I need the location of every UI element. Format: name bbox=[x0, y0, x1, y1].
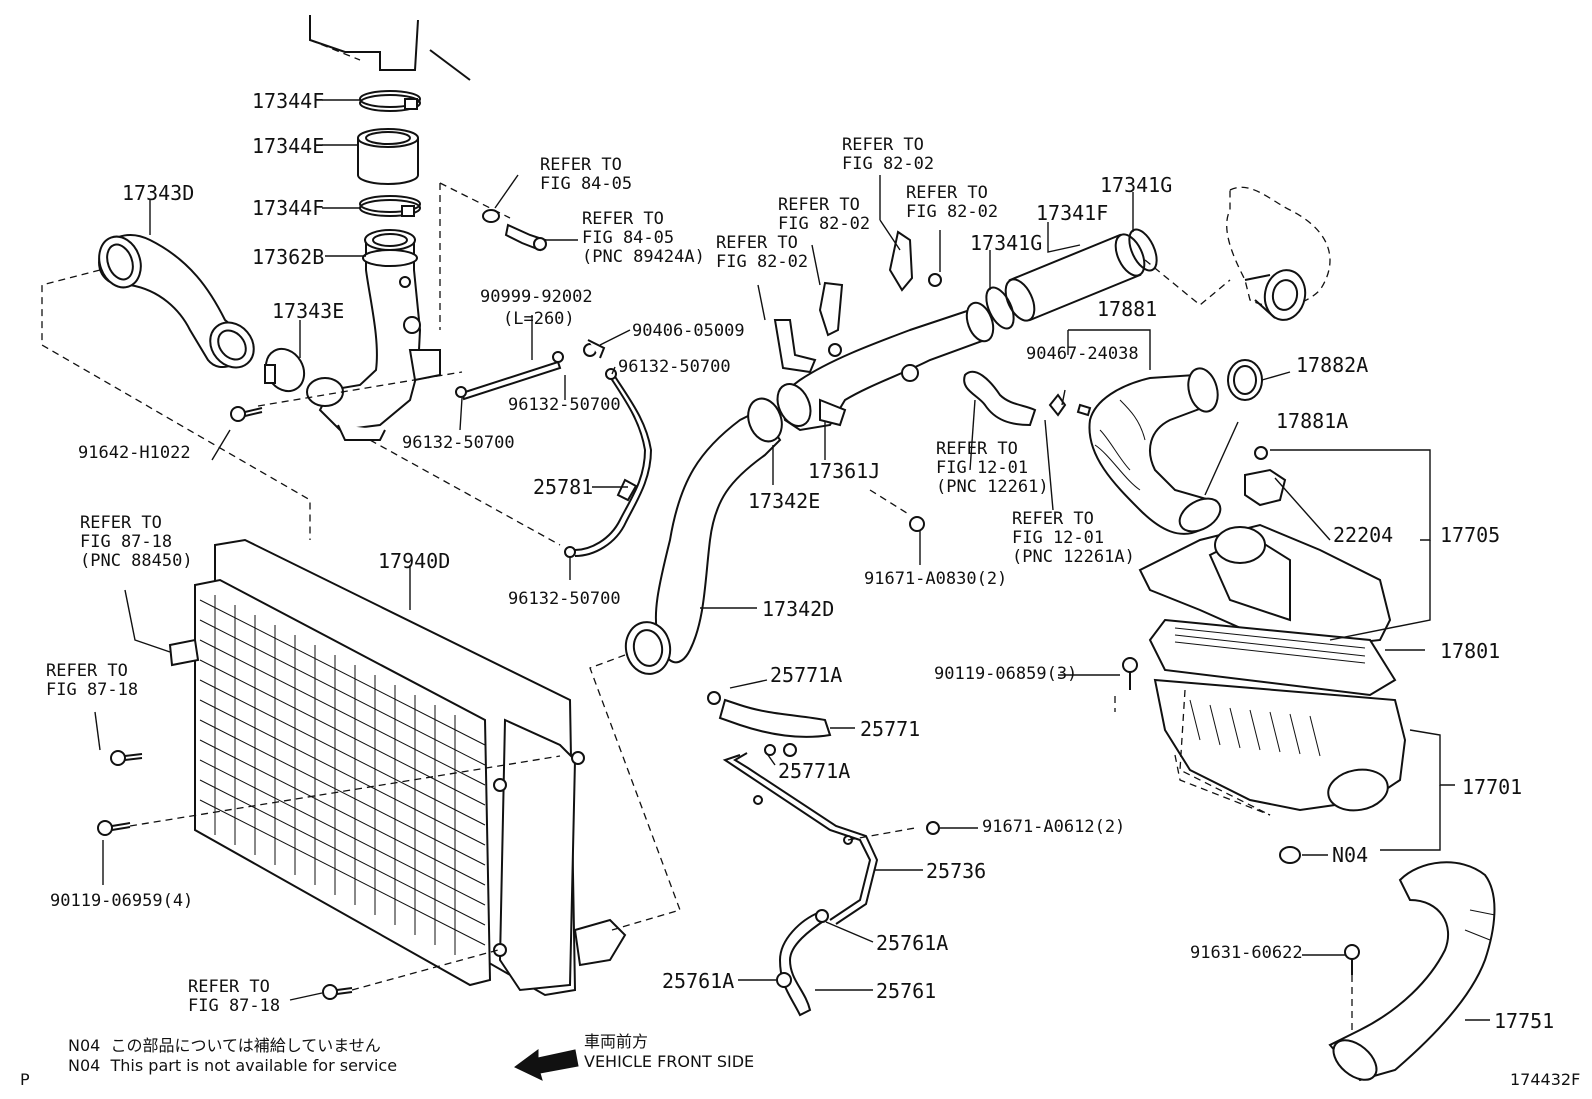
label-22204: 22204 bbox=[1333, 523, 1394, 547]
brackets-82-02 bbox=[773, 230, 942, 374]
sleeve-17344E bbox=[357, 128, 419, 185]
label-17881: 17881 bbox=[1097, 297, 1158, 321]
note-n04-japanese: N04 この部品については補給していません bbox=[68, 1036, 381, 1055]
clamp-17342E bbox=[747, 397, 783, 443]
label-25761A-left: 25761A bbox=[662, 969, 735, 993]
refer-fig-82-02-a: REFER TO FIG 82-02 bbox=[842, 135, 935, 174]
air-cleaner-17705-17801-17701 bbox=[1138, 523, 1407, 816]
pipe-17361J bbox=[776, 301, 995, 432]
refer-fig-82-02-c: REFER TO FIG 82-02 bbox=[778, 195, 871, 234]
refer-fig-12-01-a: REFER TO FIG 12-01 (PNC 12261) bbox=[936, 439, 1049, 497]
label-91642-H1022: 91642-H1022 bbox=[78, 443, 191, 463]
bolt-91631-60622 bbox=[1344, 944, 1360, 975]
refer-fig-84-05-b: REFER TO FIG 84-05 (PNC 89424A) bbox=[582, 209, 705, 267]
label-90119-06959: 90119-06959(4) bbox=[50, 891, 194, 911]
hose-17342D bbox=[624, 408, 782, 675]
pipe-17362B bbox=[306, 229, 441, 441]
hose-25781 bbox=[564, 339, 653, 558]
label-17940D: 17940D bbox=[378, 549, 451, 573]
figure-code: 174432F bbox=[1510, 1070, 1581, 1089]
hoses-25771 bbox=[707, 691, 832, 757]
label-17751: 17751 bbox=[1494, 1009, 1555, 1033]
label-17344F-bottom: 17344F bbox=[252, 196, 325, 220]
label-17881A: 17881A bbox=[1276, 409, 1349, 433]
refer-fig-12-01-b: REFER TO FIG 12-01 (PNC 12261A) bbox=[1012, 509, 1135, 567]
label-25736: 25736 bbox=[926, 859, 987, 883]
label-17343D: 17343D bbox=[122, 181, 195, 205]
turbo-outlet-duct bbox=[309, 15, 471, 81]
vehicle-front-english: VEHICLE FRONT SIDE bbox=[584, 1052, 755, 1071]
refer-fig-87-18-c: REFER TO FIG 87-18 bbox=[188, 977, 281, 1016]
label-17705: 17705 bbox=[1440, 523, 1501, 547]
label-N04: N04 bbox=[1332, 843, 1369, 867]
duct-17751 bbox=[1328, 861, 1496, 1082]
label-17341G-mid: 17341G bbox=[970, 231, 1043, 255]
note-n04-english: N04 This part is not available for servi… bbox=[68, 1056, 398, 1075]
label-17344F-top: 17344F bbox=[252, 89, 325, 113]
label-17362B: 17362B bbox=[252, 245, 325, 269]
label-90119-06859: 90119-06859(3) bbox=[934, 664, 1078, 684]
label-91671-A0830: 91671-A0830(2) bbox=[864, 569, 1008, 589]
label-90406-05009: 90406-05009 bbox=[632, 321, 745, 341]
bolt-91671-A0830 bbox=[909, 516, 925, 532]
label-91631-60622: 91631-60622 bbox=[1190, 943, 1303, 963]
label-25761: 25761 bbox=[876, 979, 937, 1003]
hose-25761 bbox=[776, 909, 829, 1017]
label-25771A-bottom: 25771A bbox=[778, 759, 851, 783]
label-96132-50700-a: 96132-50700 bbox=[402, 433, 515, 453]
bolt-87-18-b bbox=[322, 984, 353, 1000]
bolt-91671-A0612 bbox=[926, 821, 940, 835]
label-17342D: 17342D bbox=[762, 597, 835, 621]
refer-fig-82-02-d: REFER TO FIG 82-02 bbox=[716, 233, 809, 272]
hoses-12261 bbox=[963, 370, 1092, 427]
leader-lines bbox=[94, 99, 1490, 1021]
label-17342E: 17342E bbox=[748, 489, 821, 513]
grommet-N04 bbox=[1279, 846, 1301, 864]
refer-fig-82-02-b: REFER TO FIG 82-02 bbox=[906, 183, 999, 222]
label-17344E: 17344E bbox=[252, 134, 325, 158]
label-17341G-top: 17341G bbox=[1100, 173, 1173, 197]
bolt-87-18-a bbox=[110, 750, 143, 766]
pipe-90999-92002 bbox=[455, 351, 564, 401]
clamp-17882A bbox=[1227, 359, 1263, 401]
clamp-17343E bbox=[264, 347, 306, 393]
label-90999-92002: 90999-92002 bbox=[480, 287, 593, 307]
label-90467-24038: 90467-24038 bbox=[1026, 344, 1139, 364]
bolt-90119-06859 bbox=[1122, 657, 1138, 690]
label-91671-A0612: 91671-A0612(2) bbox=[982, 817, 1126, 837]
label-17343E: 17343E bbox=[272, 299, 345, 323]
hose-17341F bbox=[1004, 233, 1146, 322]
label-17341F: 17341F bbox=[1036, 201, 1109, 225]
vehicle-front-arrow-icon bbox=[514, 1049, 579, 1081]
refer-fig-87-18-a: REFER TO FIG 87-18 (PNC 88450) bbox=[80, 513, 193, 571]
sensor-22204 bbox=[1244, 446, 1287, 507]
clamp-17344F-bottom bbox=[359, 195, 421, 217]
label-90999-length: (L=260) bbox=[503, 309, 575, 329]
clamps-17341G bbox=[985, 228, 1158, 330]
label-17882A: 17882A bbox=[1296, 353, 1369, 377]
sensor-89424A bbox=[482, 209, 547, 252]
refer-fig-87-18-b: REFER TO FIG 87-18 bbox=[46, 661, 139, 700]
label-17701: 17701 bbox=[1462, 775, 1523, 799]
vehicle-front-japanese: 車両前方 bbox=[584, 1032, 649, 1051]
label-25771A-top: 25771A bbox=[770, 663, 843, 687]
label-25781: 25781 bbox=[533, 475, 594, 499]
hose-17881 bbox=[1088, 367, 1222, 535]
label-17361J: 17361J bbox=[808, 459, 881, 483]
bolt-90119-06959 bbox=[97, 820, 131, 836]
label-25771: 25771 bbox=[860, 717, 921, 741]
clamp-17344F-top bbox=[359, 90, 421, 112]
label-17801: 17801 bbox=[1440, 639, 1501, 663]
refer-fig-84-05-a: REFER TO FIG 84-05 bbox=[540, 155, 633, 194]
label-25761A-right: 25761A bbox=[876, 931, 949, 955]
turbo-housing bbox=[1226, 186, 1331, 321]
label-96132-50700-d: 96132-50700 bbox=[508, 589, 621, 609]
label-96132-50700-b: 96132-50700 bbox=[618, 357, 731, 377]
bolt-91642-H1022 bbox=[230, 406, 263, 422]
label-96132-50700-c: 96132-50700 bbox=[508, 395, 621, 415]
hose-17343D bbox=[98, 234, 255, 369]
corner-mark: P bbox=[20, 1070, 30, 1089]
dashed-assembly-lines bbox=[41, 182, 1353, 1030]
